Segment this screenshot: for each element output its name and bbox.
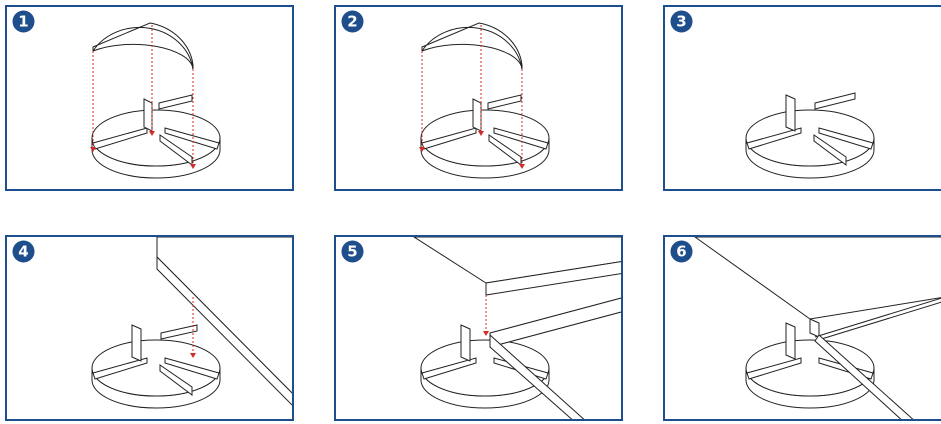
step-number-badge: 3 (670, 10, 693, 33)
pedestal-diagram (419, 22, 550, 179)
svg-text:2: 2 (347, 13, 357, 31)
svg-text:5: 5 (347, 243, 357, 261)
step-number-badge: 5 (341, 240, 364, 263)
pedestal-diagram (745, 92, 875, 179)
pedestal-diagram (91, 237, 292, 409)
step-number-badge: 1 (12, 10, 35, 33)
step-panel-5: 5 (334, 235, 623, 421)
svg-text:1: 1 (18, 13, 28, 31)
pedestal-diagram (90, 22, 221, 179)
step-panel-3: 3 (663, 5, 941, 191)
svg-text:4: 4 (18, 243, 28, 261)
step-panel-1: 1 (5, 5, 294, 191)
step-panel-2: 2 (334, 5, 623, 191)
step-panel-4: 4 (5, 235, 294, 421)
pedestal-diagram (413, 237, 621, 419)
step-panel-6: 6 (663, 235, 941, 421)
svg-text:3: 3 (676, 13, 686, 31)
svg-text:6: 6 (676, 243, 686, 261)
pedestal-diagram (694, 237, 941, 419)
step-number-badge: 2 (341, 10, 364, 33)
step-number-badge: 4 (12, 240, 35, 263)
step-number-badge: 6 (670, 240, 693, 263)
